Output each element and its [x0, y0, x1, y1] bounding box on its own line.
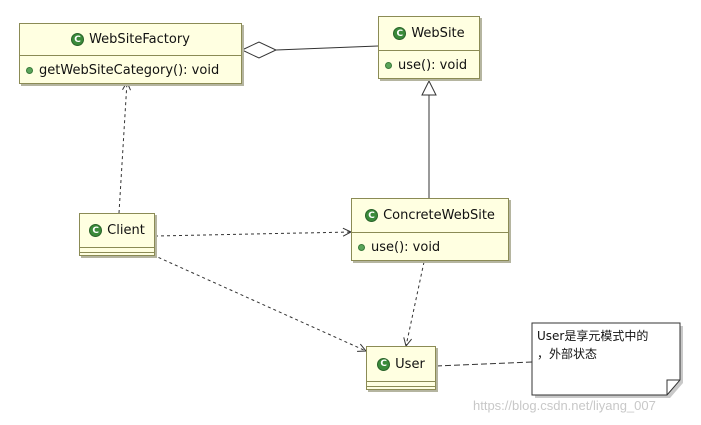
class-header: C WebSite: [379, 17, 479, 51]
public-operation-icon: [26, 67, 33, 74]
class-name: WebSiteFactory: [89, 32, 190, 47]
dependency-client-factory: [118, 82, 127, 214]
class-name: ConcreteWebSite: [383, 208, 495, 223]
note-text: User是享元模式中的 ，外部状态: [537, 327, 679, 363]
class-websitefactory[interactable]: C WebSiteFactory getWebSiteCategory(): v…: [19, 23, 242, 84]
operations-compartment: use(): void: [379, 51, 479, 80]
class-name: Client: [107, 223, 145, 238]
dependency-concrete-user: [406, 261, 425, 346]
class-header: C WebSiteFactory: [20, 24, 241, 56]
generalization-link: [421, 79, 437, 198]
class-icon: C: [89, 224, 103, 237]
public-operation-icon: [358, 244, 365, 251]
class-icon: C: [71, 33, 85, 46]
note-line: ，外部状态: [537, 347, 598, 361]
operation-label: use(): void: [371, 240, 441, 255]
attributes-compartment: [367, 382, 435, 387]
note-link: [435, 361, 534, 367]
class-icon: C: [393, 27, 407, 40]
class-name: User: [395, 356, 425, 372]
class-header: C User: [367, 347, 435, 382]
operation-label: use(): void: [398, 58, 468, 73]
operations-compartment: use(): void: [352, 233, 508, 262]
class-name: WebSite: [411, 26, 465, 41]
class-header: C Client: [80, 214, 154, 248]
class-icon: C: [377, 357, 391, 371]
watermark: https://blog.csdn.net/liyang_007: [473, 398, 656, 413]
class-website[interactable]: C WebSite use(): void: [378, 16, 480, 79]
dependency-client-concrete: [154, 232, 351, 236]
attributes-compartment: [80, 248, 154, 253]
class-client[interactable]: C Client: [79, 213, 155, 256]
class-icon: C: [365, 209, 379, 222]
public-operation-icon: [385, 62, 392, 69]
class-header: C ConcreteWebSite: [352, 199, 508, 233]
note-line: User是享元模式中的: [537, 329, 649, 343]
operations-compartment: getWebSiteCategory(): void: [20, 56, 241, 85]
class-user[interactable]: C User: [366, 346, 436, 390]
operation-label: getWebSiteCategory(): void: [39, 63, 220, 78]
class-concretewebsite[interactable]: C ConcreteWebSite use(): void: [351, 198, 509, 261]
aggregation-link: [240, 41, 379, 59]
dependency-client-user: [152, 254, 366, 351]
note-shape: [531, 322, 683, 398]
